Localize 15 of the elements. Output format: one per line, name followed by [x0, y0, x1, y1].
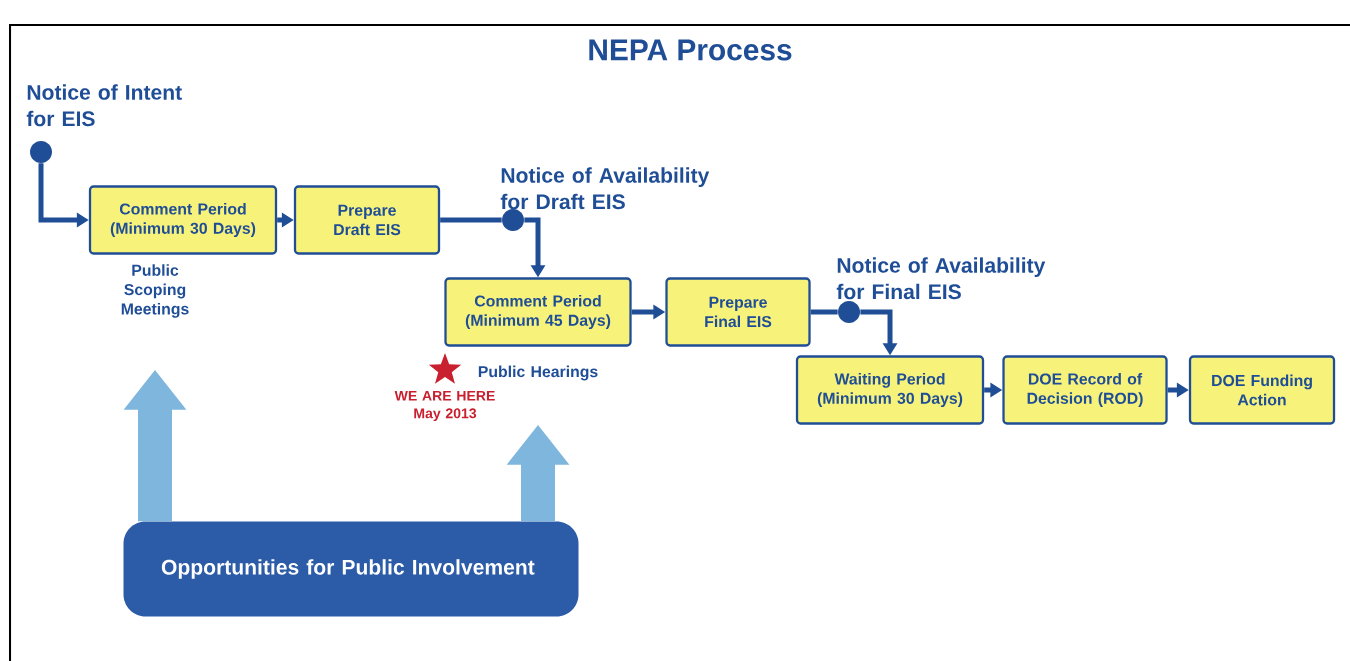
note-text: Public Hearings	[478, 365, 598, 381]
milestone-heading: Notice of Availability for Final EIS	[836, 257, 1046, 300]
process-box: Comment Period (Minimum 30 Days)	[88, 185, 278, 255]
process-box: Prepare Draft EIS	[293, 185, 441, 255]
note-text: Public Scoping Meetings	[121, 264, 189, 318]
milestone-heading: Notice of Availability for Draft EIS	[500, 167, 710, 210]
process-box: Comment Period (Minimum 45 Days)	[444, 277, 632, 347]
status-note: WE ARE HERE May 2013	[394, 390, 495, 422]
milestone-heading: Notice of Intent for EIS	[26, 84, 182, 127]
process-box: DOE Funding Action	[1188, 355, 1336, 425]
process-box: Waiting Period (Minimum 30 Days)	[795, 355, 985, 425]
involvement-box: Opportunities for Public Involvement	[123, 521, 579, 617]
process-box: DOE Record of Decision (ROD)	[1002, 355, 1168, 425]
process-box: Prepare Final EIS	[665, 277, 811, 347]
title: NEPA Process	[589, 39, 792, 61]
